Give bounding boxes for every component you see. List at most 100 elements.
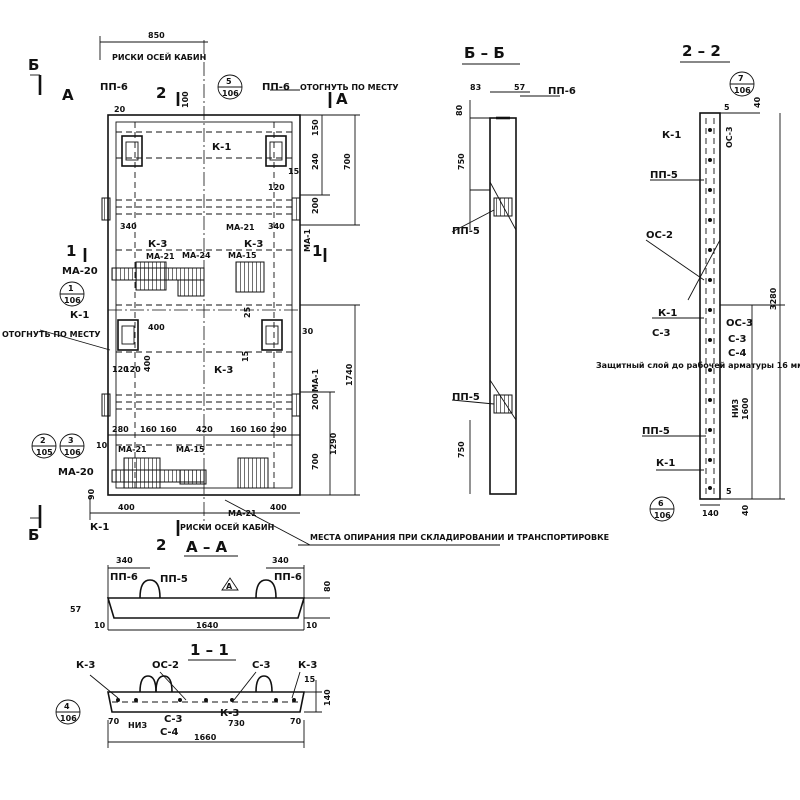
lifting-loop-pocket — [265, 135, 287, 167]
dim-10-right: 10 — [306, 621, 318, 630]
callout-6-sheet: 106 — [654, 511, 671, 520]
label-c3-b: С-3 — [728, 334, 746, 345]
lifting-loop-pocket — [121, 135, 143, 167]
dim-10: 10 — [96, 441, 108, 450]
label-k1-b: К-1 — [658, 308, 677, 319]
section-11-title: 1 – 1 — [190, 641, 229, 659]
lifting-loop-pocket — [261, 319, 283, 351]
label-oc2: ОС-2 — [646, 230, 673, 241]
leader-line — [451, 209, 495, 233]
label-oc3-b: ОС-3 — [726, 318, 753, 329]
section-a-a: А – А 340 340 ПП-6 ПП-5 ПП-6 А 80 57 10 … — [70, 538, 332, 631]
cut-label-2-bottom: 2 — [156, 536, 166, 554]
cut-label-1-right: 1 — [312, 242, 322, 260]
dim-5-top: 5 — [724, 103, 730, 112]
dim-70-left: 70 — [108, 717, 120, 726]
cut-label-a-left: А — [62, 86, 74, 104]
dim-730: 730 — [228, 719, 245, 728]
rebar-dot — [708, 188, 712, 192]
label-ma24: МА-24 — [182, 251, 211, 260]
leader-line — [224, 499, 311, 546]
callout-4-num: 4 — [64, 702, 70, 711]
lifting-loop-pocket — [265, 325, 279, 345]
embedded-plate — [177, 279, 205, 297]
dim-200-bottom: 200 — [311, 393, 320, 410]
plan-labels: Б Б А А 1 1 2 2 РИСКИ ОСЕЙ КАБИН РИСКИ О… — [2, 31, 609, 554]
dim-340-right: 340 — [272, 556, 289, 565]
dim-140: 140 — [702, 509, 719, 518]
label-pp5-a: ПП-5 — [650, 170, 678, 181]
callout-3-sheet: 106 — [64, 448, 81, 457]
label-k1-bottom: К-1 — [90, 522, 109, 533]
dim-row-160d: 160 — [250, 425, 267, 434]
cut-label-a-right: А — [336, 90, 348, 108]
cut-label-b-bottom: Б — [28, 526, 39, 544]
rebar-dot — [708, 128, 712, 132]
section-bb-title: Б – Б — [464, 44, 505, 62]
dim-20: 20 — [114, 105, 126, 114]
dim-1290: 1290 — [329, 432, 338, 455]
dim-400-br: 400 — [270, 503, 287, 512]
label-ma21-c: МА-21 — [118, 445, 147, 454]
dim-57: 57 — [70, 605, 81, 614]
label-pp5-bottom: ПП-5 — [452, 392, 480, 403]
label-c3-bottom: С-3 — [164, 714, 182, 725]
rebar-dot — [274, 698, 278, 702]
label-ma1-b: МА-1 — [311, 369, 320, 392]
dim-100: 100 — [181, 91, 190, 108]
section-2-2: 2 – 2 7 106 6 106 К-1 ОС-3 ПП-5 ОС-2 К-1… — [596, 42, 800, 522]
dim-140: 140 — [323, 689, 332, 706]
label-c4: С-4 — [160, 727, 178, 738]
section-1-1: 1 – 1 К-3 ОС-2 С-3 К-3 15 140 4 106 70 Н… — [55, 641, 332, 748]
label-k3-left: К-3 — [76, 660, 95, 671]
plan-view — [30, 36, 500, 546]
label-k1-left: К-1 — [70, 310, 89, 321]
dim-40-top: 40 — [753, 96, 762, 108]
dim-150: 150 — [311, 119, 320, 136]
section-11-body — [107, 691, 305, 713]
dim-1640: 1640 — [196, 621, 219, 630]
dim-120-mid-a: 120 — [112, 365, 129, 374]
rebar-dot — [708, 248, 712, 252]
lifting-loop-pocket — [269, 141, 283, 161]
label-k1-c: К-1 — [656, 458, 675, 469]
callout-1-num: 1 — [68, 284, 74, 293]
plate-pp5 — [493, 197, 513, 217]
dim-83: 83 — [470, 83, 481, 92]
label-oc3-a: ОС-3 — [725, 126, 734, 148]
dim-750-bottom: 750 — [457, 441, 466, 458]
leader-line — [687, 239, 721, 301]
section-aa-title: А – А — [186, 538, 228, 556]
dim-25: 25 — [243, 306, 252, 318]
dim-30: 30 — [302, 327, 314, 336]
dim-row-160a: 160 — [140, 425, 157, 434]
label-pp6-left: ПП-6 — [100, 82, 128, 93]
leader-line — [89, 674, 119, 699]
rebar-dot — [292, 698, 296, 702]
dim-40-bottom: 40 — [741, 504, 750, 516]
label-ma15-a: МА-15 — [228, 251, 257, 260]
label-oc2: ОС-2 — [152, 660, 179, 671]
leader-line — [233, 671, 257, 701]
dim-240: 240 — [311, 153, 320, 170]
leader-line — [39, 329, 111, 351]
dim-3280: 3280 — [769, 287, 778, 310]
dim-700-top: 700 — [343, 153, 352, 170]
rebar-dot — [708, 486, 712, 490]
callout-1-sheet: 106 — [64, 296, 81, 305]
lifting-loop — [139, 675, 157, 693]
cut-label-1-left: 1 — [66, 242, 76, 260]
label-niz: НИЗ — [128, 721, 147, 730]
bend-note-top: ОТОГНУТЬ ПО МЕСТУ — [300, 83, 399, 92]
label-ma15-b: МА-15 — [176, 445, 205, 454]
section-aa-body — [106, 597, 306, 619]
rebar-dot — [708, 368, 712, 372]
dim-400-vert: 400 — [143, 355, 152, 372]
label-k1-a: К-1 — [662, 130, 681, 141]
dim-120-mid-b: 120 — [124, 365, 141, 374]
label-k1-top: К-1 — [212, 142, 231, 153]
lifting-loop — [255, 579, 277, 599]
rebar-dot — [708, 398, 712, 402]
embedded-plate — [291, 393, 301, 417]
dim-200-top: 200 — [311, 197, 320, 214]
